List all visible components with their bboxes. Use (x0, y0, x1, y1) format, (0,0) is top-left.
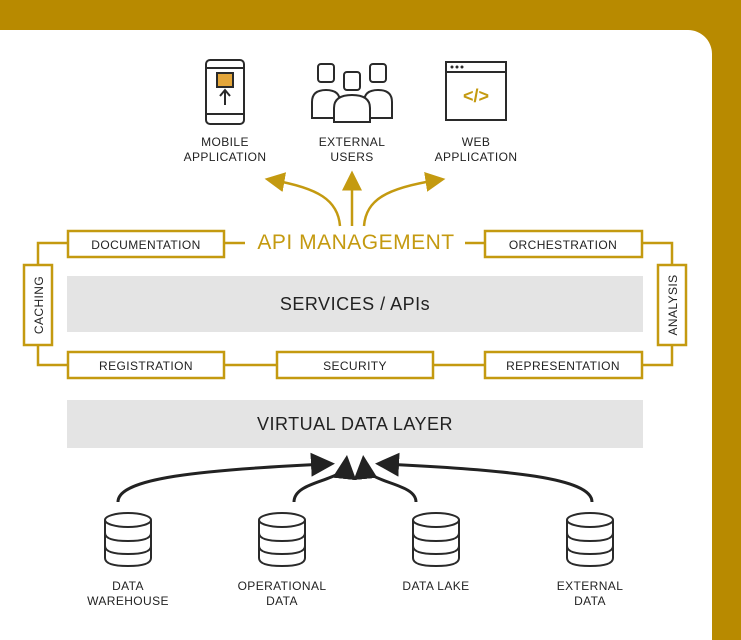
frame-bottom-left (36, 345, 68, 367)
caching-label: CACHING (32, 276, 46, 334)
frame-top-left (36, 241, 68, 265)
external-users-icon (311, 63, 393, 123)
security-label: SECURITY (323, 359, 387, 373)
users-label-line1: EXTERNAL (319, 135, 386, 149)
web-label-line2: APPLICATION (435, 150, 518, 164)
arrow-from-external (375, 452, 594, 503)
lake-label: DATA LAKE (402, 579, 469, 593)
services-band (67, 276, 643, 332)
documentation-label: DOCUMENTATION (91, 238, 200, 252)
database-icon-warehouse (104, 512, 152, 568)
operational-label-line2: DATA (266, 594, 298, 608)
documentation-box (66, 229, 226, 259)
database-icon-lake (412, 512, 460, 568)
external-data-label-line1: EXTERNAL (557, 579, 624, 593)
external-data-label-line2: DATA (574, 594, 606, 608)
virtual-data-layer-label: VIRTUAL DATA LAYER (257, 414, 453, 434)
caching-box (22, 263, 54, 347)
frame-top-right (642, 241, 674, 265)
analysis-label: ANALYSIS (666, 274, 680, 335)
services-label: SERVICES / APIs (280, 294, 430, 314)
operational-label-line1: OPERATIONAL (238, 579, 327, 593)
representation-label: REPRESENTATION (506, 359, 620, 373)
registration-box (66, 350, 226, 380)
orchestration-box (483, 229, 644, 259)
registration-label: REGISTRATION (99, 359, 193, 373)
api-management-title: API MANAGEMENT (257, 231, 454, 254)
orchestration-label: ORCHESTRATION (509, 238, 617, 252)
warehouse-label-line2: WAREHOUSE (87, 594, 169, 608)
arrow-from-warehouse (116, 452, 335, 503)
web-application-icon: </> (445, 61, 507, 121)
arrow-to-mobile (264, 172, 342, 227)
analysis-box (656, 263, 688, 347)
code-glyph: </> (463, 86, 489, 106)
representation-box (483, 350, 644, 380)
mobile-application-icon (205, 59, 245, 125)
warehouse-label-line1: DATA (112, 579, 144, 593)
virtual-data-layer-band (67, 400, 643, 448)
frame-bottom-right (642, 345, 674, 367)
mobile-label-line1: MOBILE (201, 135, 249, 149)
arrow-to-web (362, 172, 446, 227)
database-icon-external (566, 512, 614, 568)
users-label-line2: USERS (330, 150, 373, 164)
database-icon-operational (258, 512, 306, 568)
security-box (275, 350, 435, 380)
arrow-from-lake (353, 455, 418, 503)
mobile-label-line2: APPLICATION (184, 150, 267, 164)
web-label-line1: WEB (462, 135, 491, 149)
arrow-from-operational (292, 455, 357, 503)
